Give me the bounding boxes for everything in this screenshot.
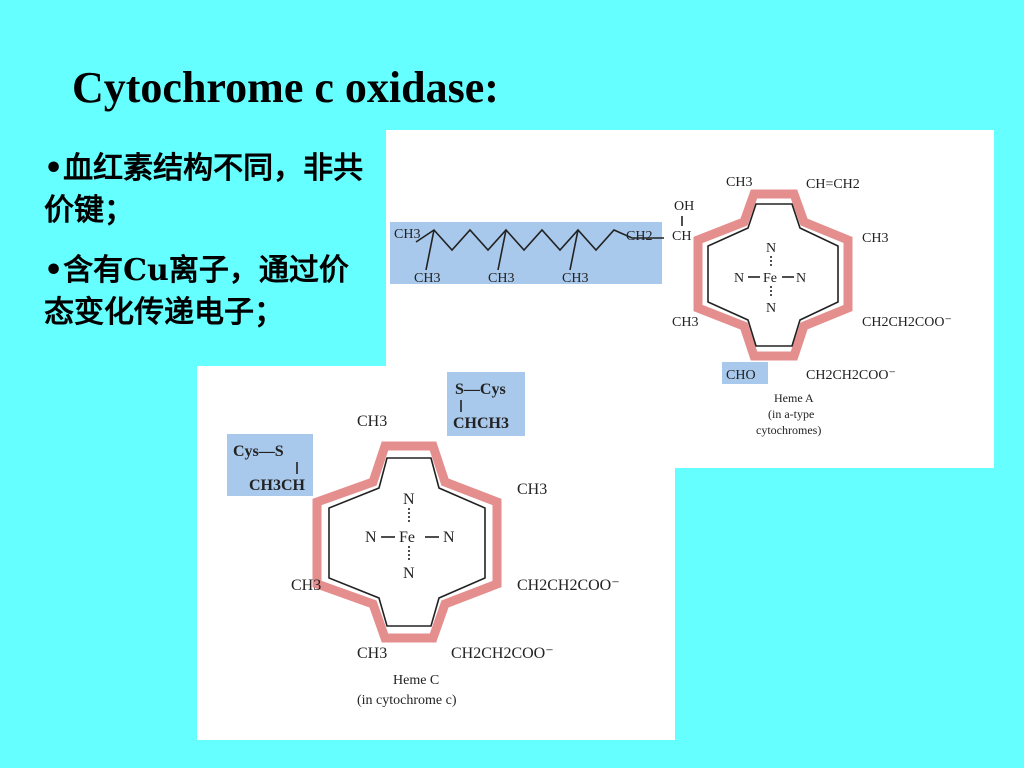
caption-line: (in cytochrome c)	[357, 693, 457, 708]
nitrogen-top: N	[403, 491, 415, 508]
methyl-top: CH3	[726, 175, 752, 190]
methyl-right: CH3	[517, 481, 547, 498]
bullet-item: •含有Cu离子，通过价态变化传递电子；	[44, 253, 349, 330]
methyl-right: CH3	[862, 231, 888, 246]
caption-line: cytochromes)	[756, 423, 821, 437]
caption-line: (in a-type	[768, 407, 814, 421]
tail-bond	[425, 229, 435, 271]
methyl-bottom: CH3	[357, 645, 387, 662]
porphyrin-ring	[693, 189, 853, 361]
propionate-group: CH2CH2COO⁻	[806, 368, 896, 383]
hydroxyl: OH	[674, 199, 694, 214]
tail-ch2: CH2	[626, 229, 652, 244]
nitrogen-top: N	[766, 241, 776, 256]
vinyl-group: CH=CH2	[806, 177, 860, 192]
propionate-group: CH2CH2COO⁻	[862, 315, 952, 330]
cysteine-left: CH3CH	[249, 477, 306, 494]
porphyrin-inner	[707, 203, 839, 347]
propionate-group: CH2CH2COO⁻	[451, 645, 554, 662]
methyl-left: CH3	[672, 315, 698, 330]
nitrogen-right: N	[443, 529, 455, 546]
propionate-group: CH2CH2COO⁻	[517, 577, 620, 594]
cysteine-highlight	[447, 372, 525, 436]
cysteine-top: CHCH3	[453, 415, 509, 432]
cysteine-top: S—Cys	[455, 381, 506, 398]
heme-a-svg: CH3 CH3 CH3 CH3 CH2 OH CH CH3 CH=CH2 CH3…	[390, 175, 952, 437]
tail-bond	[497, 229, 507, 271]
caption-title: Heme C	[393, 673, 439, 688]
iron-atom: Fe	[763, 271, 777, 286]
methine: CH	[672, 229, 691, 244]
tail-bond	[569, 229, 579, 271]
iron-atom: Fe	[399, 529, 415, 546]
caption-title: Heme A	[774, 391, 814, 405]
heme-c-svg: S—Cys CHCH3 Cys—S CH3CH CH3 CH3 CH3 CH2C…	[227, 372, 620, 708]
bullet-list: •血红素结构不同，非共价键； •含有Cu离子，通过价态变化传递电子；	[44, 148, 364, 352]
slide-title: Cytochrome c oxidase:	[72, 63, 499, 112]
cysteine-highlight	[227, 434, 313, 496]
nitrogen-left: N	[734, 271, 744, 286]
nitrogen-bottom: N	[766, 301, 776, 316]
tail-ch3: CH3	[488, 271, 514, 286]
bullet-item: •血红素结构不同，非共价键；	[44, 151, 364, 228]
heme-c-diagram: S—Cys CHCH3 Cys—S CH3CH CH3 CH3 CH3 CH2C…	[197, 366, 675, 740]
porphyrin-inner	[328, 457, 486, 627]
formyl-group: CHO	[726, 368, 756, 383]
cysteine-left: Cys—S	[233, 443, 284, 460]
methyl-top: CH3	[357, 413, 387, 430]
methyl-left: CH3	[291, 577, 321, 594]
porphyrin-ring	[312, 441, 502, 643]
nitrogen-left: N	[365, 529, 377, 546]
formyl-highlight	[722, 362, 768, 384]
tail-ch3: CH3	[394, 227, 420, 242]
nitrogen-right: N	[796, 271, 806, 286]
tail-ch3: CH3	[414, 271, 440, 286]
tail-ch3: CH3	[562, 271, 588, 286]
isoprenoid-tail	[415, 228, 664, 252]
nitrogen-bottom: N	[403, 565, 415, 582]
